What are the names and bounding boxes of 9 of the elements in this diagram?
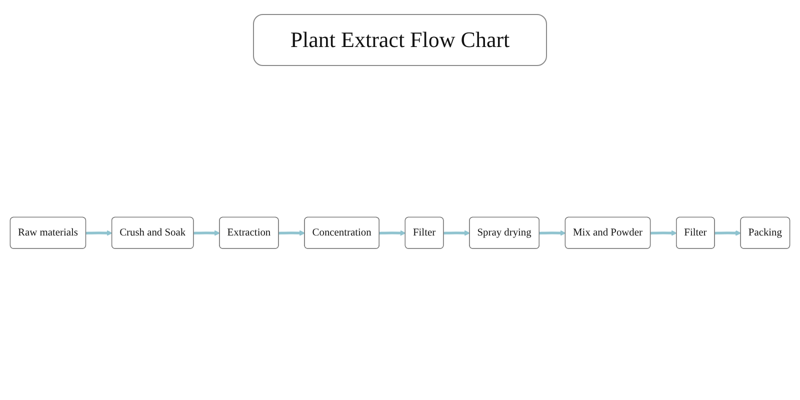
arrow	[194, 230, 220, 236]
arrow	[539, 230, 566, 236]
arrow	[86, 230, 112, 236]
arrow	[278, 230, 306, 236]
arrow	[379, 230, 406, 236]
arrow	[444, 230, 470, 236]
arrow	[650, 230, 677, 236]
title-box: Plant Extract Flow Chart	[253, 14, 547, 66]
arrow	[714, 230, 742, 236]
